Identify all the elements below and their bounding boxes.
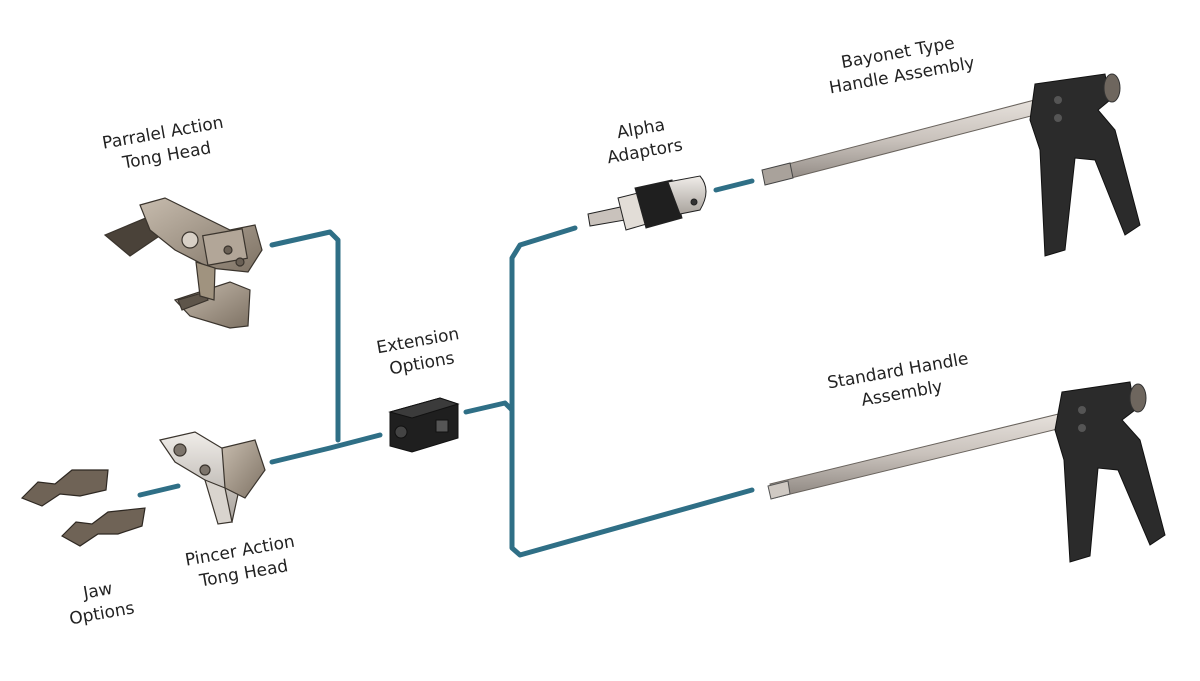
connector-lines [137,178,755,558]
bayonet-handle-body [1029,73,1141,257]
connector-jaw-to-pincer [137,483,181,498]
connector-pincer-to-extension [269,432,383,465]
connector-extension-to-branch [463,400,515,415]
jaw-options-icon [20,469,146,547]
extension-block-icon [388,397,460,453]
bayonet-rod [764,95,1055,185]
pincer-action-tong-head-icon [159,431,266,525]
connector-parallel-to-junction [269,229,341,443]
parallel-action-tong-head-icon [103,197,263,329]
connector-branch-down-to-standard [509,407,755,558]
standard-handle-body [1054,381,1166,563]
connector-alpha-to-bayonet [713,178,755,193]
jaw-option-lower [61,507,146,547]
standard-handle-assembly-icon [767,381,1166,563]
standard-rod [769,409,1079,499]
alpha-adaptor-icon [587,175,707,231]
connector-branch-up-to-alpha [509,225,578,413]
jaw-option-upper [20,469,109,507]
bayonet-handle-assembly-icon [761,73,1141,257]
